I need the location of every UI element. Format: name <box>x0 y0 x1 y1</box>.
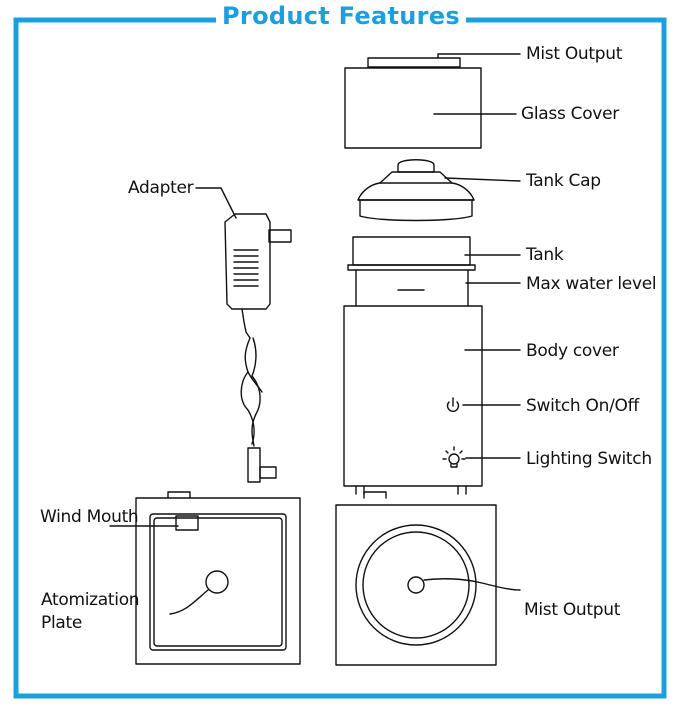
tank <box>347 236 476 307</box>
label-max-water-level: Max water level <box>526 274 657 294</box>
page-title: Product Features <box>0 2 682 30</box>
label-adapter: Adapter <box>128 178 194 198</box>
label-mist-output-bottom: Mist Output <box>524 600 621 620</box>
label-tank-cap: Tank Cap <box>526 171 601 191</box>
leader-lines <box>109 53 521 615</box>
label-wind-mouth: Wind Mouth <box>40 507 139 527</box>
power-icon <box>446 397 460 412</box>
glass-cover <box>344 57 482 149</box>
body-cover <box>343 305 483 495</box>
adapter <box>224 213 292 483</box>
label-glass-cover: Glass Cover <box>521 104 619 124</box>
label-tank: Tank <box>526 245 564 265</box>
label-plate: Plate <box>41 613 83 633</box>
label-switch: Switch On/Off <box>526 396 639 416</box>
base-left <box>135 491 301 665</box>
light-bulb-icon <box>442 446 466 468</box>
label-atomization: Atomization <box>41 590 140 610</box>
tank-cap <box>357 159 475 222</box>
label-mist-output-top: Mist Output <box>526 44 623 64</box>
label-lighting-switch: Lighting Switch <box>526 449 652 469</box>
label-body-cover: Body cover <box>526 341 619 361</box>
base-right <box>335 491 497 666</box>
